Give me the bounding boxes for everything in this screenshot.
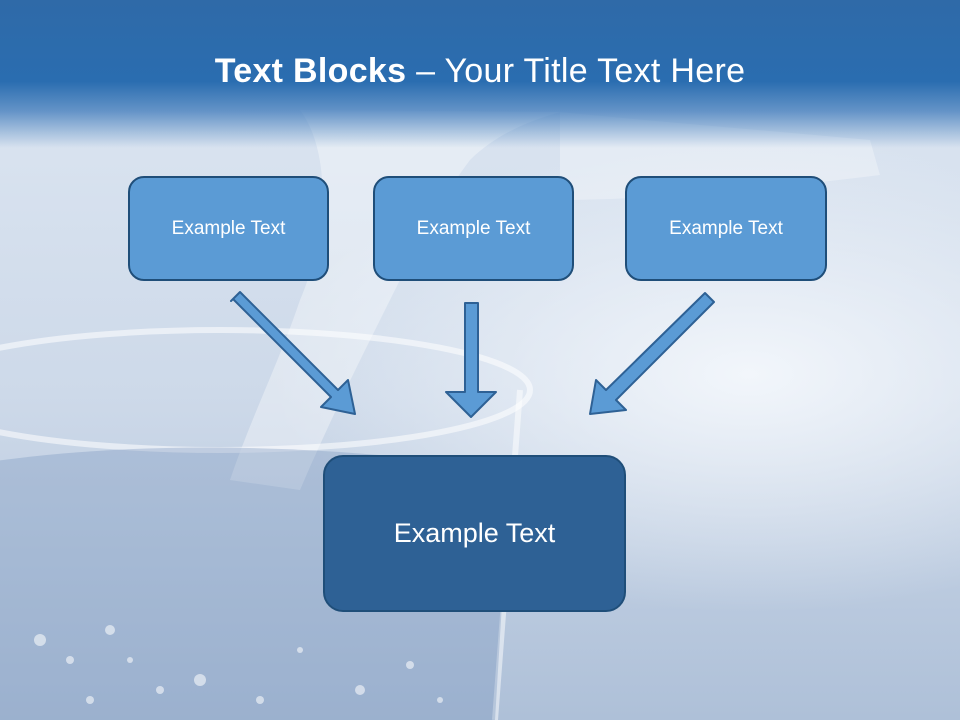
title-bold: Text Blocks <box>214 52 407 90</box>
text-block-right[interactable]: Example Text <box>625 176 827 281</box>
title-bar <box>0 0 960 148</box>
text-block-left[interactable]: Example Text <box>128 176 329 281</box>
text-block-main[interactable]: Example Text <box>323 455 626 612</box>
title-rest: Your Title Text Here <box>444 52 746 90</box>
text-block-center[interactable]: Example Text <box>373 176 574 281</box>
slide-title: Text Blocks – Your Title Text Here <box>0 52 960 91</box>
title-dash: – <box>406 52 445 90</box>
